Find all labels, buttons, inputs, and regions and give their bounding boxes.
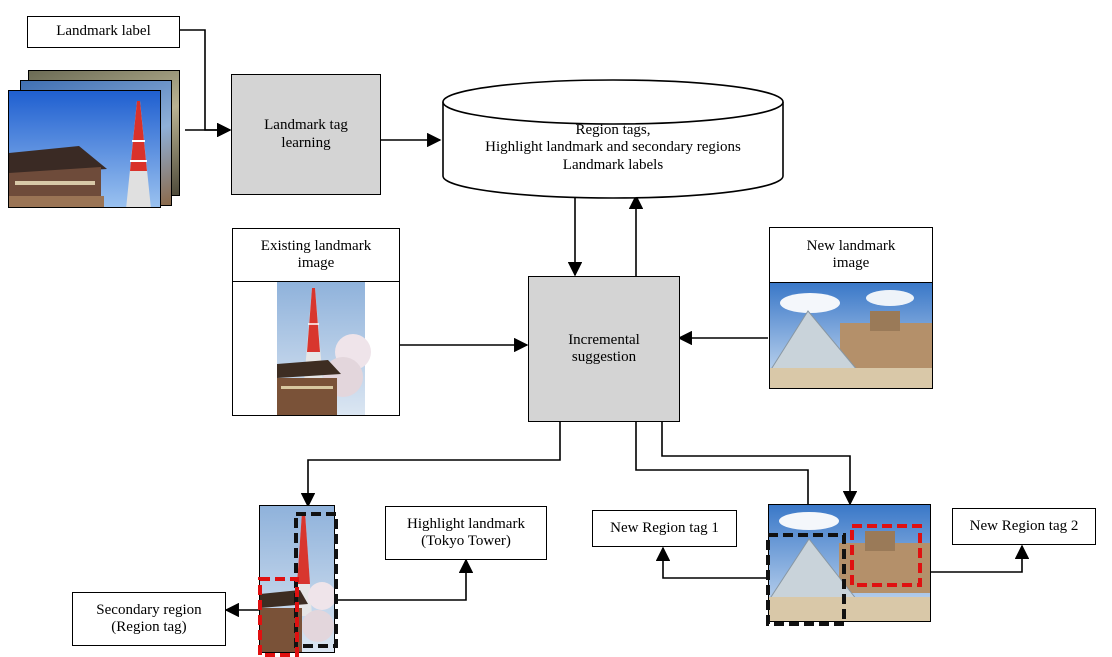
- existing-image-label-box: Existing landmark image: [232, 228, 400, 282]
- existing-tokyo-image: [277, 282, 371, 415]
- existing-image-label-text: Existing landmark image: [260, 237, 372, 271]
- arrow-pyramid-to-tag1: [655, 546, 768, 579]
- new-image-label-text: New landmark image: [806, 237, 896, 271]
- new-louvre-image: [770, 283, 932, 388]
- result-louvre-frame: [768, 504, 931, 622]
- arrow-palace-to-tag2: [920, 544, 1030, 573]
- arrow-tower-to-highlight: [336, 558, 474, 601]
- db-line-highlight: Highlight landmark and secondary regions: [485, 139, 741, 156]
- new-image-label-box: New landmark image: [769, 227, 933, 283]
- result-tokyo-image: [260, 506, 334, 652]
- highlight-landmark-box: Highlight landmark (Tokyo Tower): [385, 506, 547, 560]
- photo-stack-front: [8, 90, 161, 208]
- secondary-region-box-label: Secondary region (Region tag): [72, 592, 226, 646]
- new-region-tag-1-box: New Region tag 1: [592, 510, 737, 547]
- arrow-incremental-to-louvre: [661, 421, 858, 506]
- landmark-tag-learning-box: Landmark tag learning: [231, 74, 381, 195]
- new-region-tag-2-box: New Region tag 2: [952, 508, 1096, 545]
- arrow-incremental-to-tokyo: [300, 421, 561, 508]
- result-louvre-image: [769, 505, 930, 621]
- incremental-suggestion-box: Incremental suggestion: [528, 276, 680, 422]
- new-image-frame: [769, 282, 933, 389]
- secondary-region-text: Secondary region (Region tag): [96, 601, 202, 635]
- landmark-label-box: Landmark label: [27, 16, 180, 48]
- tokyo-photo-image: [9, 91, 160, 207]
- landmark-label-text: Landmark label: [56, 23, 151, 40]
- new-region-tag-2-text: New Region tag 2: [969, 517, 1079, 534]
- new-region-tag-1-text: New Region tag 1: [610, 519, 719, 536]
- incremental-suggestion-text: Incremental suggestion: [568, 331, 640, 365]
- highlight-landmark-text: Highlight landmark (Tokyo Tower): [407, 515, 525, 549]
- db-line-region-tags: Region tags,: [575, 122, 651, 138]
- arrow-label-to-learning: [180, 29, 232, 138]
- arrow-louvre-to-incremental: [628, 398, 809, 504]
- existing-image-frame: [232, 281, 400, 416]
- db-line-labels: Landmark labels: [562, 156, 664, 173]
- landmark-tag-learning-text: Landmark tag learning: [264, 117, 348, 151]
- database-text: Region tags, Highlight landmark and seco…: [443, 122, 783, 174]
- result-tokyo-frame: [259, 505, 335, 653]
